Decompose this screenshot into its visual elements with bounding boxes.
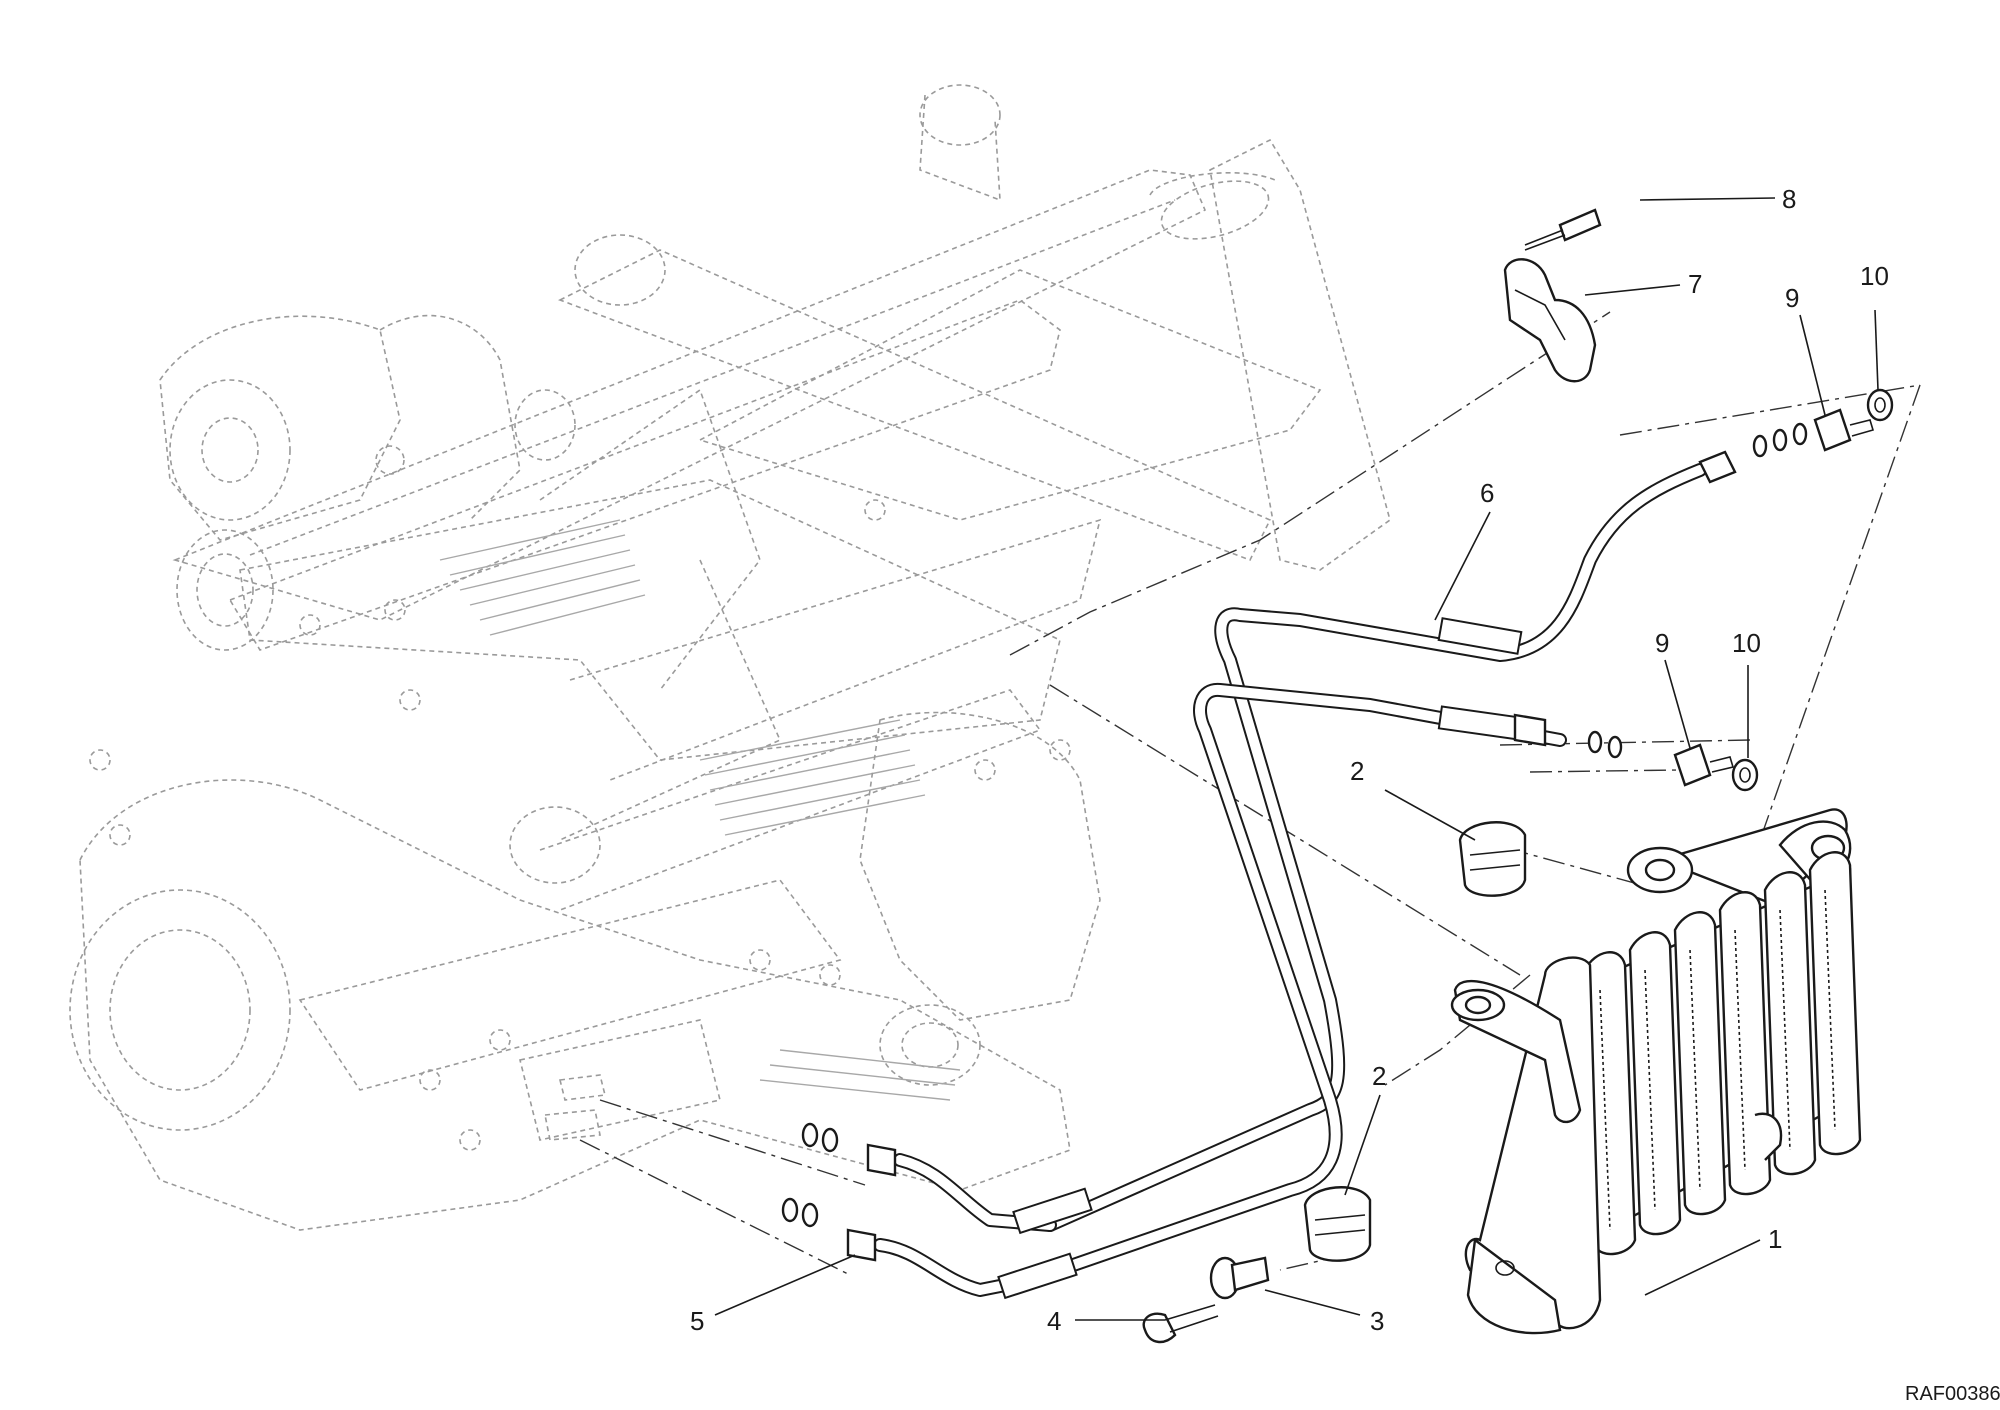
callout-10-lower: 10 [1732,628,1761,658]
callout-labels: 8 7 9 10 6 9 10 2 2 1 3 4 5 [690,184,1889,1336]
engine-and-frame-ghost [69,84,1391,1231]
leader-lines [714,197,1879,1321]
callout-10-upper: 10 [1860,261,1889,291]
callout-4: 4 [1047,1306,1061,1336]
callout-9-lower: 9 [1655,628,1669,658]
oil-cooler [1450,808,1862,1335]
callout-6: 6 [1480,478,1494,508]
oil-hoses [846,450,1737,1300]
callout-8: 8 [1782,184,1796,214]
callout-3: 3 [1370,1306,1384,1336]
callout-2-lower: 2 [1372,1061,1386,1091]
callout-1: 1 [1768,1224,1782,1254]
drawing-code: RAF00386 [1905,1383,2000,1405]
callout-7: 7 [1688,269,1702,299]
callout-9-upper: 9 [1785,283,1799,313]
callout-2-upper: 2 [1350,756,1364,786]
assembly-centerlines [579,311,1921,1276]
callout-5: 5 [690,1306,704,1336]
hardware [781,208,1894,1344]
